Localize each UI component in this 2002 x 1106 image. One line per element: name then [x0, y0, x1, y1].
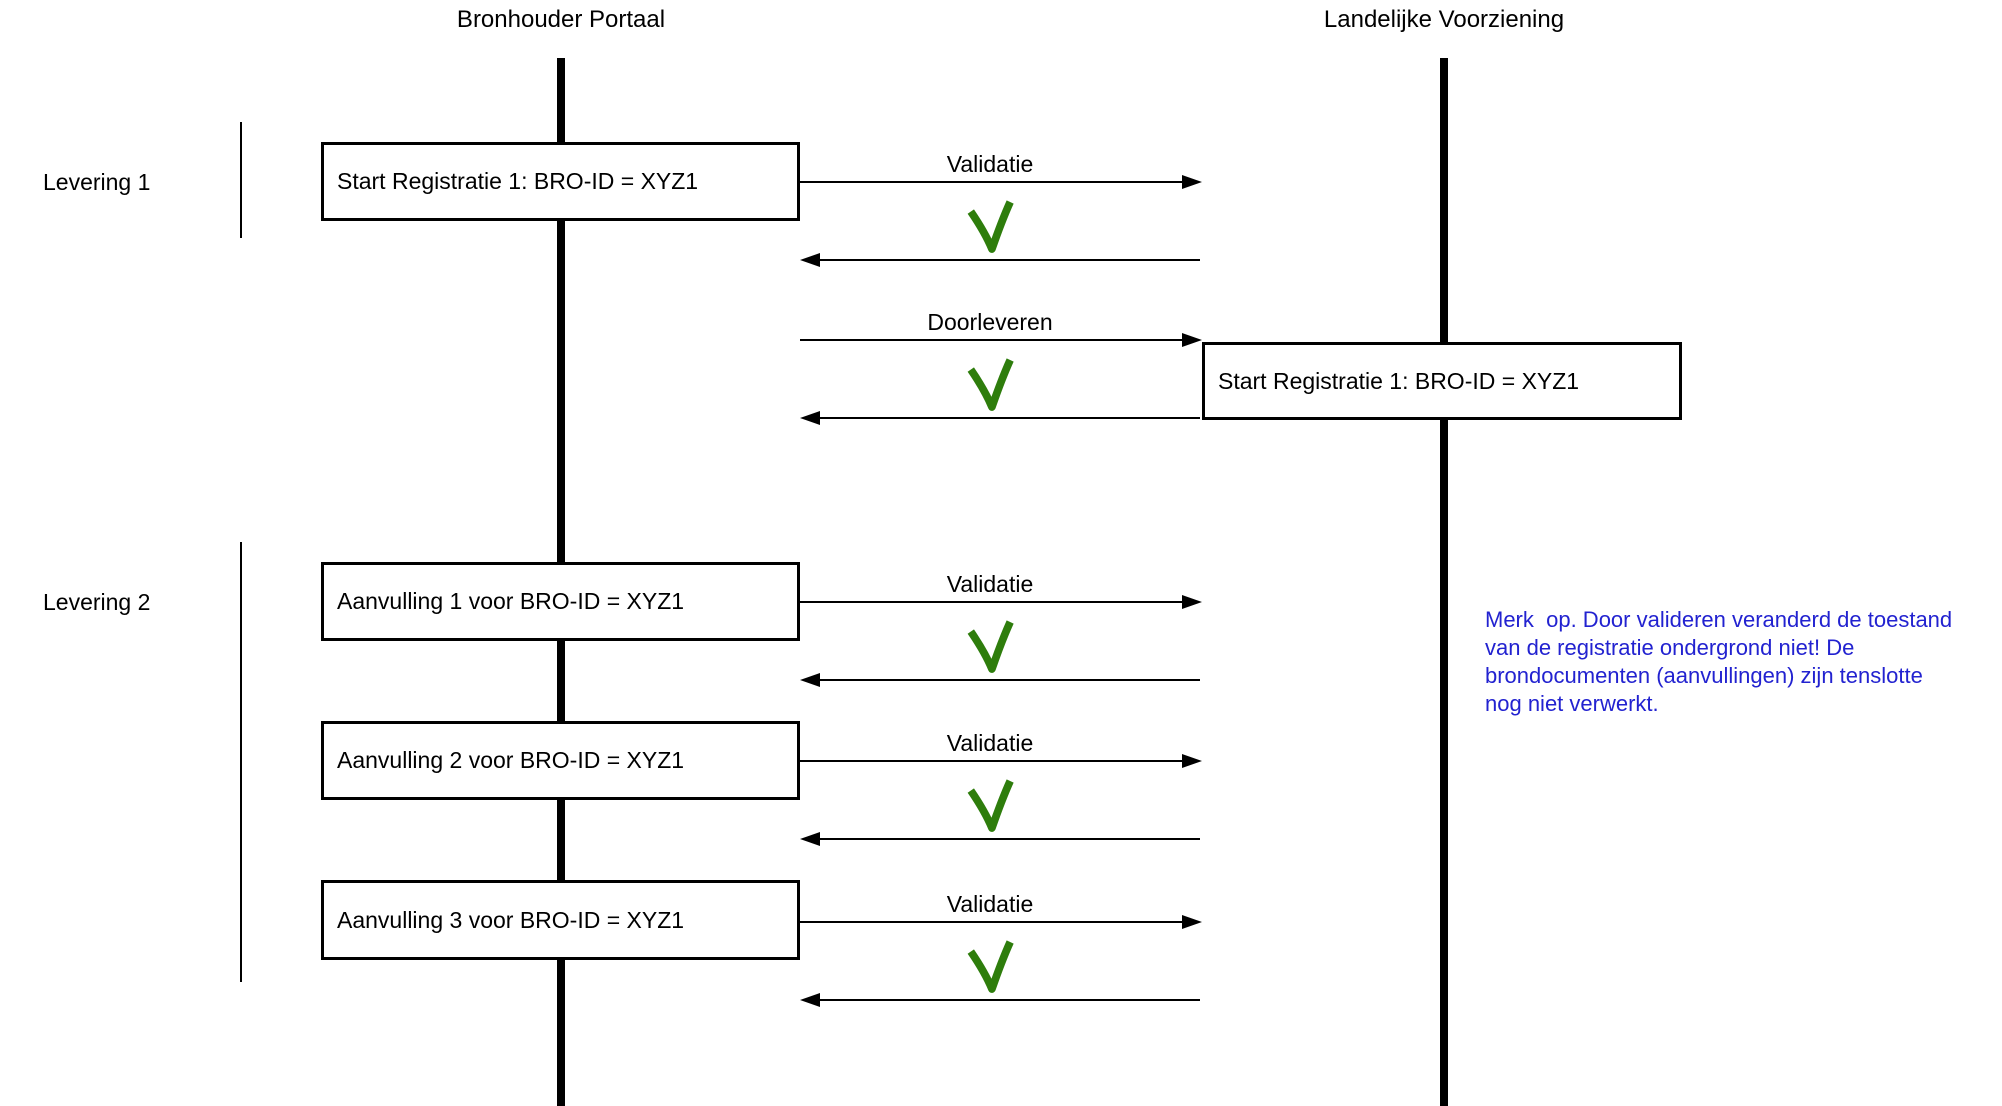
note-line: brondocumenten (aanvullingen) zijn tensl… [1485, 663, 1923, 688]
checkmark-icon [967, 779, 1014, 832]
actor-label-bronhouder-portaal: Bronhouder Portaal [456, 6, 666, 33]
message-arrow-return-5 [818, 999, 1200, 1001]
arrowhead-right-icon [1182, 333, 1202, 347]
note-line: nog niet verwerkt. [1485, 691, 1659, 716]
actor-label-landelijke-voorziening: Landelijke Voorziening [1323, 6, 1565, 33]
message-box-aanvulling-2: Aanvulling 2 voor BRO-ID = XYZ1 [321, 721, 800, 800]
message-box-start-registratie-landelijke-voorziening: Start Registratie 1: BRO-ID = XYZ1 [1202, 342, 1682, 420]
message-label-validatie-2: Validatie [946, 571, 1034, 597]
note-line: Merk op. Door valideren veranderd de toe… [1485, 607, 1953, 632]
message-box-aanvulling-3: Aanvulling 3 voor BRO-ID = XYZ1 [321, 880, 800, 960]
group-bracket-levering-2 [240, 542, 242, 982]
checkmark-icon [967, 358, 1014, 411]
arrowhead-right-icon [1182, 915, 1202, 929]
message-box-text: Aanvulling 1 voor BRO-ID = XYZ1 [337, 588, 685, 614]
message-box-text: Start Registratie 1: BRO-ID = XYZ1 [1218, 367, 1580, 394]
arrowhead-right-icon [1182, 175, 1202, 189]
message-label-validatie-1: Validatie [946, 151, 1034, 177]
arrowhead-left-icon [800, 253, 820, 267]
arrowhead-left-icon [800, 673, 820, 687]
checkmark-icon [967, 940, 1014, 993]
group-bracket-levering-1 [240, 122, 242, 238]
note-text: Merk op. Door valideren veranderd de toe… [1485, 606, 1952, 718]
message-box-text: Aanvulling 3 voor BRO-ID = XYZ1 [337, 906, 685, 933]
message-box-start-registratie-bronhouder: Start Registratie 1: BRO-ID = XYZ1 [321, 142, 800, 221]
message-arrow-return-3 [818, 679, 1200, 681]
message-label-doorleveren: Doorleveren [927, 309, 1053, 335]
message-box-text: Aanvulling 2 voor BRO-ID = XYZ1 [337, 747, 685, 773]
checkmark-icon [967, 200, 1014, 253]
message-label-validatie-4: Validatie [946, 891, 1034, 917]
group-label-levering-1: Levering 1 [43, 169, 151, 195]
message-arrow-forward-1 [800, 181, 1186, 183]
arrowhead-left-icon [800, 993, 820, 1007]
note-line: van de registratie ondergrond niet! De [1485, 635, 1855, 660]
message-arrow-forward-5 [800, 921, 1186, 923]
arrowhead-right-icon [1182, 595, 1202, 609]
message-arrow-return-4 [818, 838, 1200, 840]
lifeline-landelijke-voorziening [1440, 58, 1448, 1106]
arrowhead-left-icon [800, 832, 820, 846]
message-box-text: Start Registratie 1: BRO-ID = XYZ1 [337, 168, 699, 194]
message-arrow-forward-2 [800, 339, 1186, 341]
message-arrow-forward-3 [800, 601, 1186, 603]
message-arrow-return-1 [818, 259, 1200, 261]
arrowhead-left-icon [800, 411, 820, 425]
arrowhead-right-icon [1182, 754, 1202, 768]
checkmark-icon [967, 620, 1014, 673]
message-arrow-forward-4 [800, 760, 1186, 762]
message-box-aanvulling-1: Aanvulling 1 voor BRO-ID = XYZ1 [321, 562, 800, 641]
group-label-levering-2: Levering 2 [43, 589, 151, 615]
message-arrow-return-2 [818, 417, 1200, 419]
message-label-validatie-3: Validatie [946, 730, 1034, 756]
